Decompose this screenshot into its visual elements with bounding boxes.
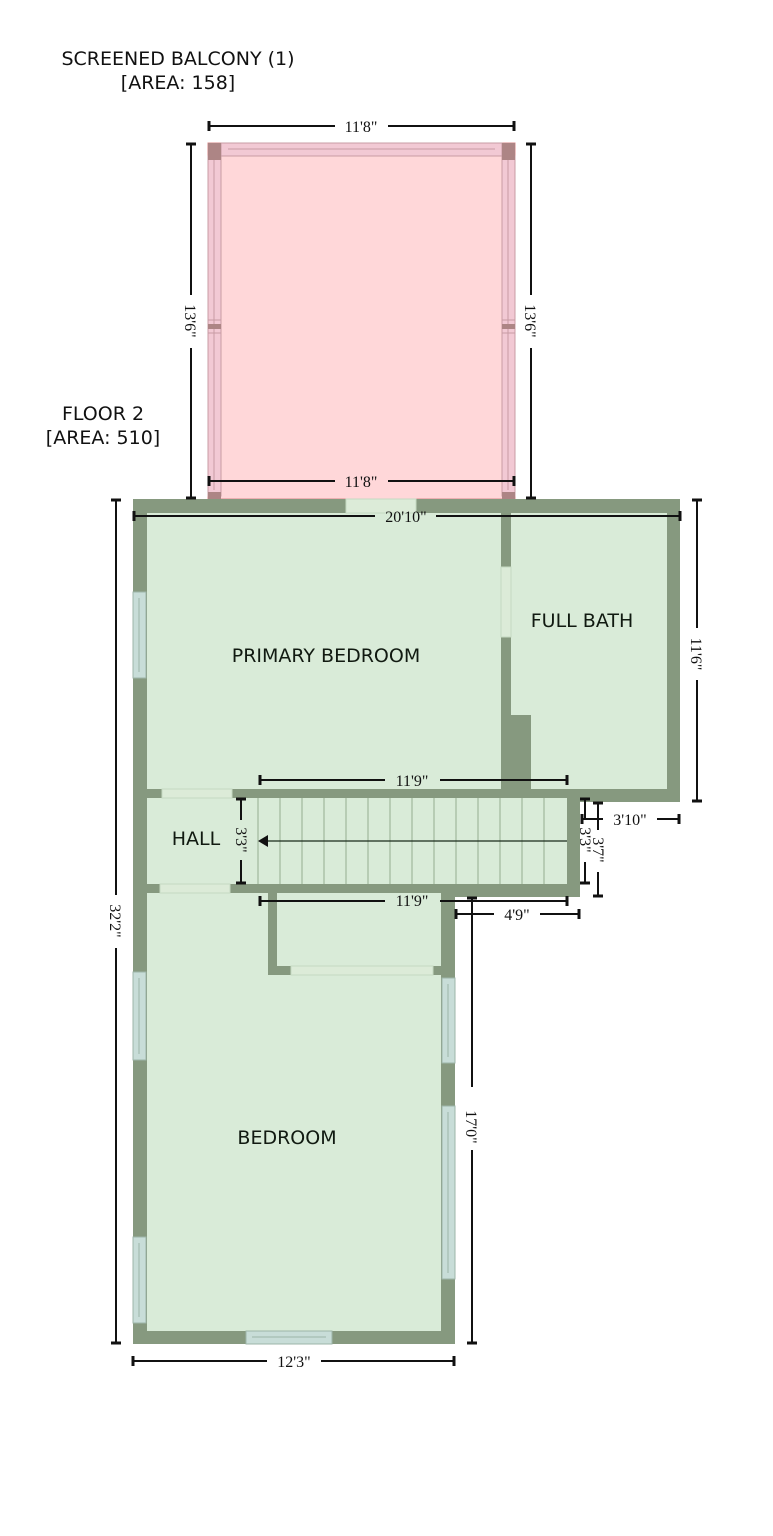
staircase bbox=[257, 798, 567, 884]
dim-balcony-right: 13'6" bbox=[521, 304, 538, 337]
stair-arrow-icon bbox=[258, 835, 268, 847]
floor-title: FLOOR 2 bbox=[62, 403, 144, 425]
dim-stair-bottom: 11'9" bbox=[396, 893, 429, 910]
room-label-primary-bedroom: PRIMARY BEDROOM bbox=[232, 645, 420, 667]
dim-bedroom-height: 17'0" bbox=[462, 1110, 479, 1143]
closet-door[interactable] bbox=[290, 965, 434, 976]
bedroom-door[interactable] bbox=[159, 883, 231, 894]
dim-bath-height: 11'6" bbox=[687, 638, 704, 671]
dim-landing-width: 3'10" bbox=[613, 812, 646, 829]
dim-stair-end-width: 3'3" bbox=[576, 827, 593, 852]
room-label-hall: HALL bbox=[172, 828, 221, 850]
dim-balcony-left: 13'6" bbox=[181, 304, 198, 337]
bath-door[interactable] bbox=[500, 566, 512, 638]
full-bath-floor bbox=[511, 513, 667, 789]
room-label-bedroom: BEDROOM bbox=[237, 1127, 336, 1149]
closet-floor bbox=[277, 893, 441, 966]
dim-overall-height: 32'2" bbox=[106, 904, 123, 937]
balcony-area: [AREA: 158] bbox=[121, 72, 235, 94]
dim-jog-width: 4'9" bbox=[504, 907, 529, 924]
balcony bbox=[207, 142, 516, 500]
dim-landing-height: 3'7" bbox=[589, 837, 606, 862]
balcony-title: SCREENED BALCONY (1) bbox=[61, 48, 294, 70]
dim-stair-top: 11'9" bbox=[396, 773, 429, 790]
dim-overall-width: 20'10" bbox=[385, 509, 426, 526]
primary-bedroom-floor bbox=[147, 513, 501, 789]
floor-area: [AREA: 510] bbox=[46, 427, 160, 449]
floor-2: PRIMARY BEDROOM FULL BATH HALL BEDROOM bbox=[132, 498, 680, 1345]
windows bbox=[132, 591, 456, 1345]
dim-stair-width: 3'3" bbox=[232, 827, 249, 852]
bedroom-floor bbox=[147, 893, 441, 1331]
room-label-full-bath: FULL BATH bbox=[531, 610, 634, 632]
balcony-door[interactable] bbox=[345, 498, 417, 514]
dimensions: 11'8" 11'8" 13'6" 13'6" 20'10" 11'6" bbox=[106, 119, 704, 1371]
dim-bedroom-width: 12'3" bbox=[277, 1354, 310, 1371]
primary-door[interactable] bbox=[161, 788, 233, 799]
dim-balcony-bottom: 11'8" bbox=[345, 474, 378, 491]
dim-balcony-top: 11'8" bbox=[345, 119, 378, 136]
